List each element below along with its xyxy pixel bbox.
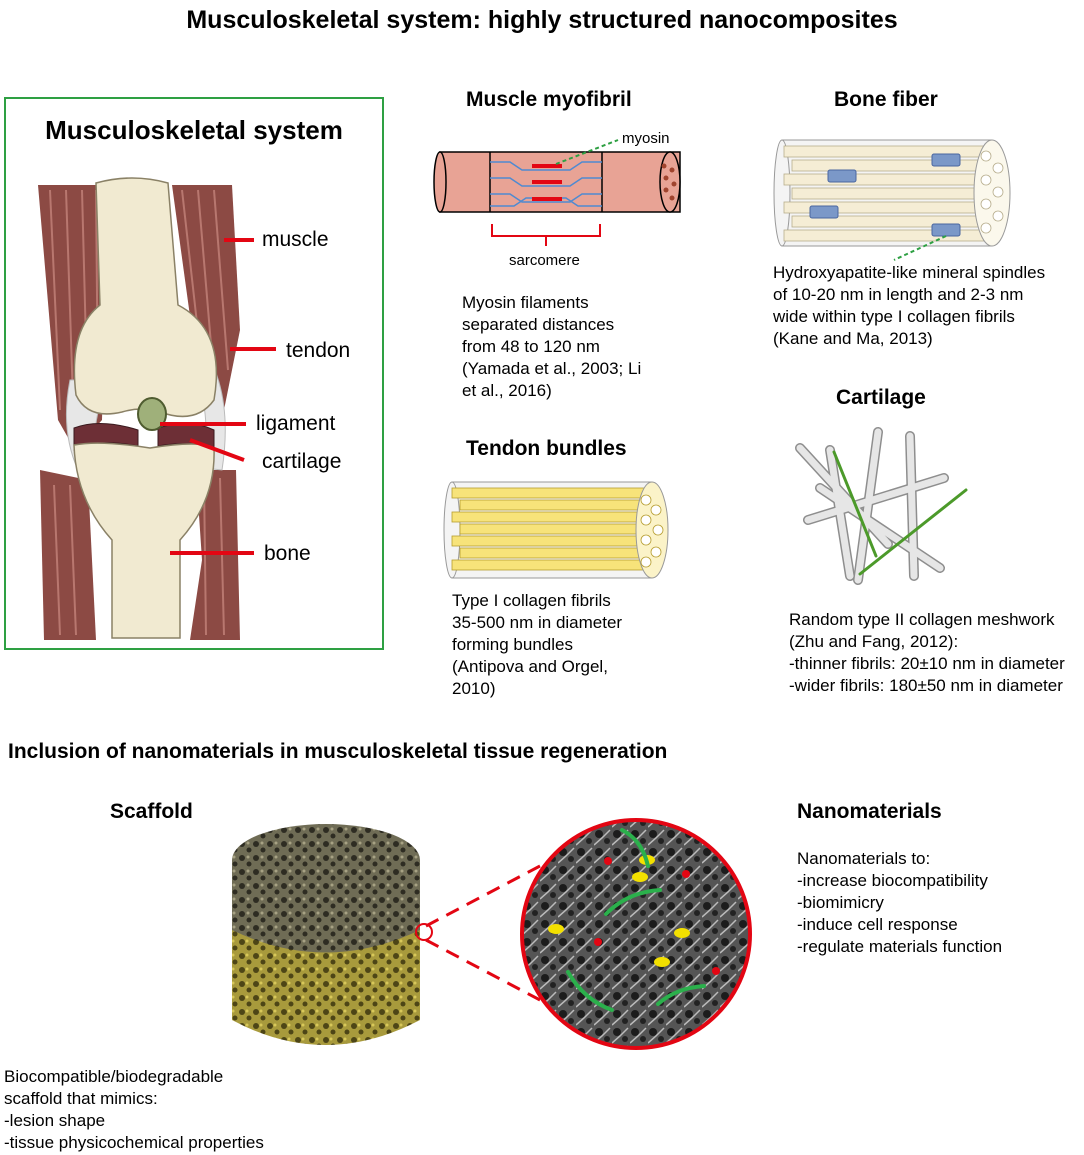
- text-line: (Antipova and Orgel,: [452, 657, 608, 676]
- text-line: Type I collagen fibrils: [452, 591, 611, 610]
- ligament: [137, 397, 167, 431]
- scaffold-heading: Scaffold: [110, 800, 193, 823]
- text-line: -regulate materials function: [797, 937, 1003, 956]
- text-line: wide within type I collagen fibrils: [773, 307, 1015, 326]
- text-line: (Zhu and Fang, 2012):: [789, 632, 959, 651]
- text-line: et al., 2016): [462, 381, 552, 400]
- text-line: Random type II collagen meshwork: [789, 610, 1055, 629]
- system-panel: Musculoskeletal system: [4, 97, 384, 650]
- text-line: -thinner fibrils: 20±10 nm in diameter: [789, 654, 1065, 673]
- myofibril-diagram: [433, 139, 681, 246]
- tendon-description: Type I collagen fibrils 35-500 nm in dia…: [452, 590, 662, 700]
- text-line: (Kane and Ma, 2013): [773, 329, 933, 348]
- text-line: Biocompatible/biodegradable: [4, 1067, 224, 1086]
- text-line: 35-500 nm in diameter: [452, 613, 623, 632]
- bone-heading: Bone fiber: [834, 88, 938, 111]
- text-line: Nanomaterials to:: [797, 849, 931, 868]
- text-line: (Yamada et al., 2003; Li: [462, 359, 642, 378]
- scaffold-description: Biocompatible/biodegradable scaffold tha…: [4, 1066, 304, 1154]
- muscle-heading: Muscle myofibril: [466, 88, 632, 111]
- nanomaterials-description: Nanomaterials to: -increase biocompatibi…: [797, 848, 1067, 958]
- page-title: Musculoskeletal system: highly structure…: [186, 6, 898, 34]
- sarcomere-label: sarcomere: [509, 252, 580, 269]
- cartilage-heading: Cartilage: [836, 386, 926, 409]
- text-line: from 48 to 120 nm: [462, 337, 600, 356]
- text-line: -biomimicry: [797, 893, 884, 912]
- nanomaterials-heading: Nanomaterials: [797, 800, 942, 823]
- text-line: 2010): [452, 679, 496, 698]
- text-line: -tissue physicochemical properties: [4, 1133, 264, 1152]
- text-line: of 10-20 nm in length and 2-3 nm: [773, 285, 1024, 304]
- label-pointers: [160, 238, 276, 555]
- label-bone: bone: [264, 542, 311, 565]
- label-ligament: ligament: [256, 412, 336, 435]
- tendon-bundle-diagram: [443, 481, 669, 579]
- text-line: -wider fibrils: 180±50 nm in diameter: [789, 676, 1063, 695]
- text-line: Hydroxyapatite-like mineral spindles: [773, 263, 1046, 282]
- text-line: separated distances: [462, 315, 615, 334]
- text-line: Myosin filaments: [462, 293, 589, 312]
- text-line: forming bundles: [452, 635, 573, 654]
- tibia: [73, 442, 215, 639]
- label-muscle: muscle: [262, 228, 329, 251]
- sem-zoom: [520, 818, 752, 1050]
- myosin-label: myosin: [622, 130, 670, 147]
- text-line: scaffold that mimics:: [4, 1089, 158, 1108]
- label-cartilage: cartilage: [262, 450, 342, 473]
- system-panel-heading: Musculoskeletal system: [45, 115, 343, 145]
- inclusion-heading: Inclusion of nanomaterials in musculoske…: [8, 740, 668, 763]
- bone-fiber-diagram: [773, 139, 1011, 261]
- text-line: -increase biocompatibility: [797, 871, 988, 890]
- text-line: -lesion shape: [4, 1111, 106, 1130]
- tendon-heading: Tendon bundles: [466, 437, 627, 460]
- cartilage-description: Random type II collagen meshwork (Zhu an…: [789, 609, 1083, 697]
- muscle-description: Myosin filaments separated distances fro…: [462, 292, 682, 402]
- text-line: -induce cell response: [797, 915, 958, 934]
- cartilage-meshwork-diagram: [795, 427, 968, 585]
- label-tendon: tendon: [286, 339, 351, 362]
- bone-description: Hydroxyapatite-like mineral spindles of …: [773, 262, 1073, 350]
